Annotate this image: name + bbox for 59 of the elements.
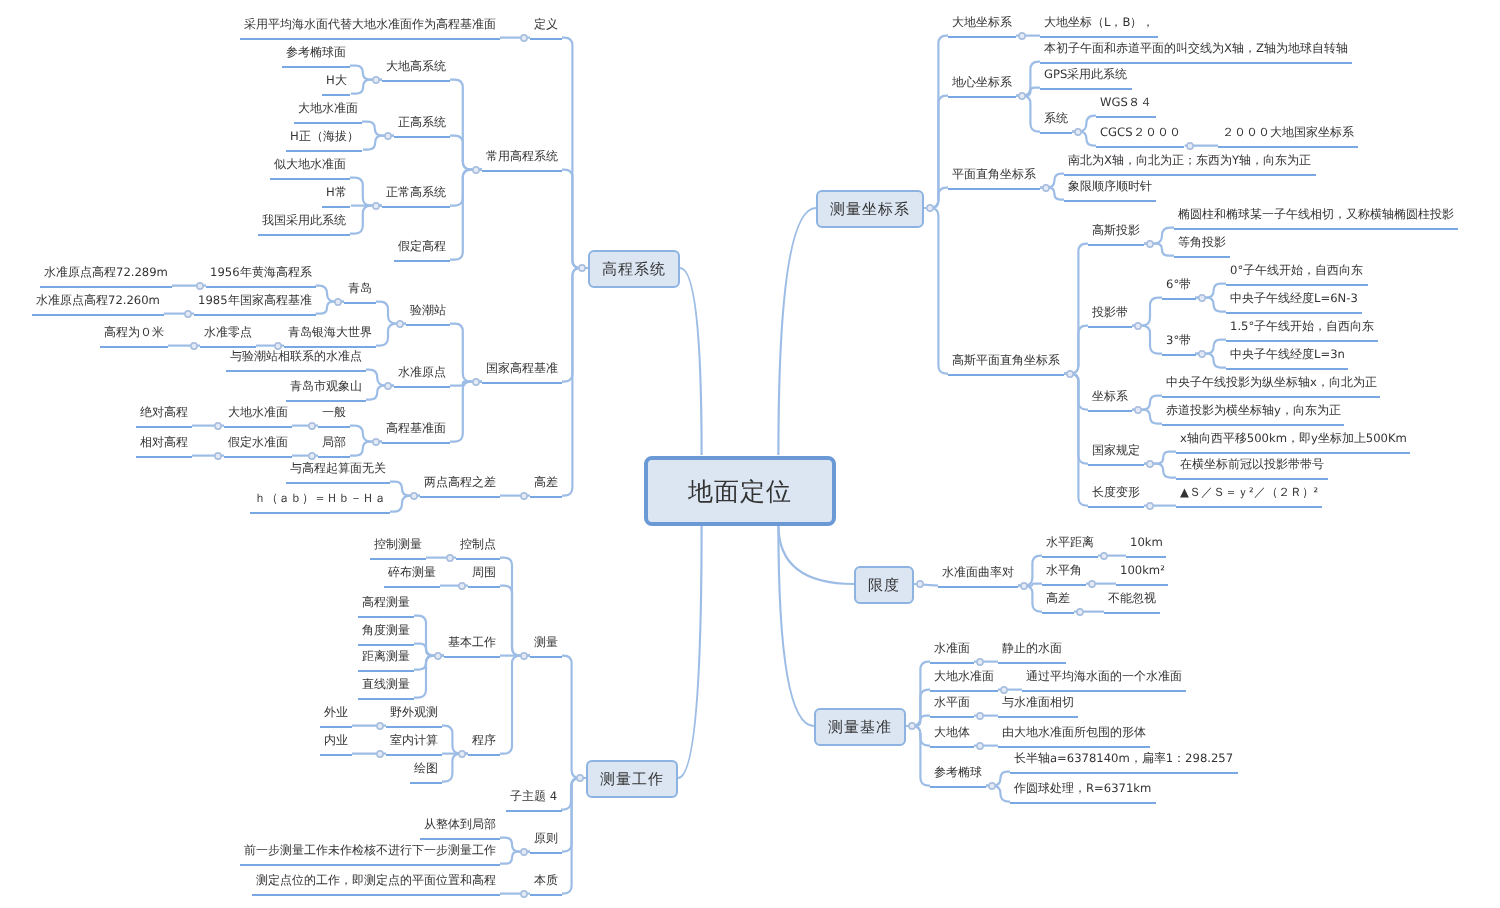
branch-line	[1132, 408, 1162, 425]
branch-line	[350, 204, 382, 235]
branch-line	[677, 525, 703, 779]
branch-line	[500, 36, 530, 39]
branch-line	[366, 384, 394, 401]
branch-line	[500, 850, 530, 865]
branch-line	[256, 344, 284, 347]
branch-line	[362, 134, 394, 151]
branch-line	[1064, 372, 1089, 507]
branch-line	[679, 266, 703, 455]
branch-line	[777, 525, 815, 728]
central-topic-box: 地面定位	[644, 455, 836, 525]
branch-line	[442, 752, 468, 783]
branch-line	[924, 206, 949, 375]
branch-line	[1144, 504, 1176, 507]
branch-line	[1195, 296, 1226, 313]
branch-line	[986, 784, 1010, 803]
branch-line	[1040, 186, 1064, 201]
branch-line	[171, 284, 206, 287]
branch-line	[292, 454, 318, 457]
branch-line	[1086, 582, 1116, 585]
branch-line	[1072, 130, 1096, 147]
branch-line	[1195, 352, 1226, 369]
branch-line	[561, 776, 586, 895]
branch-line	[192, 454, 224, 457]
branch-line	[913, 582, 939, 587]
branch-line	[352, 724, 386, 727]
branch-line	[974, 660, 998, 663]
branch-line	[974, 744, 998, 747]
branch-line	[1074, 610, 1104, 613]
branch-line	[168, 344, 200, 347]
branch-line	[426, 556, 456, 559]
branch-line	[777, 206, 817, 455]
branch-line	[376, 322, 406, 347]
branch-line	[440, 584, 468, 587]
branch-line	[1132, 324, 1162, 355]
branch-line	[906, 724, 931, 787]
branch-line	[163, 312, 194, 315]
branch-line	[1016, 34, 1040, 37]
branch-line	[192, 424, 224, 427]
branch-line	[998, 688, 1022, 691]
branch-line	[974, 714, 998, 717]
branch-line	[350, 440, 382, 457]
branch-line	[1144, 242, 1174, 257]
branch-line	[1144, 462, 1176, 479]
branch-line	[350, 78, 382, 95]
branch-line	[500, 654, 530, 755]
branch-line	[414, 654, 444, 699]
branch-line	[292, 424, 318, 427]
branch-line	[1018, 584, 1043, 613]
branch-line	[500, 494, 530, 497]
branch-line	[352, 752, 386, 755]
branch-line	[562, 266, 588, 497]
branch-line	[1016, 94, 1041, 133]
branch-line	[500, 892, 530, 895]
branch-line	[1184, 144, 1218, 147]
branch-line	[1098, 554, 1126, 557]
branch-line	[315, 300, 344, 315]
branch-line	[390, 494, 420, 513]
